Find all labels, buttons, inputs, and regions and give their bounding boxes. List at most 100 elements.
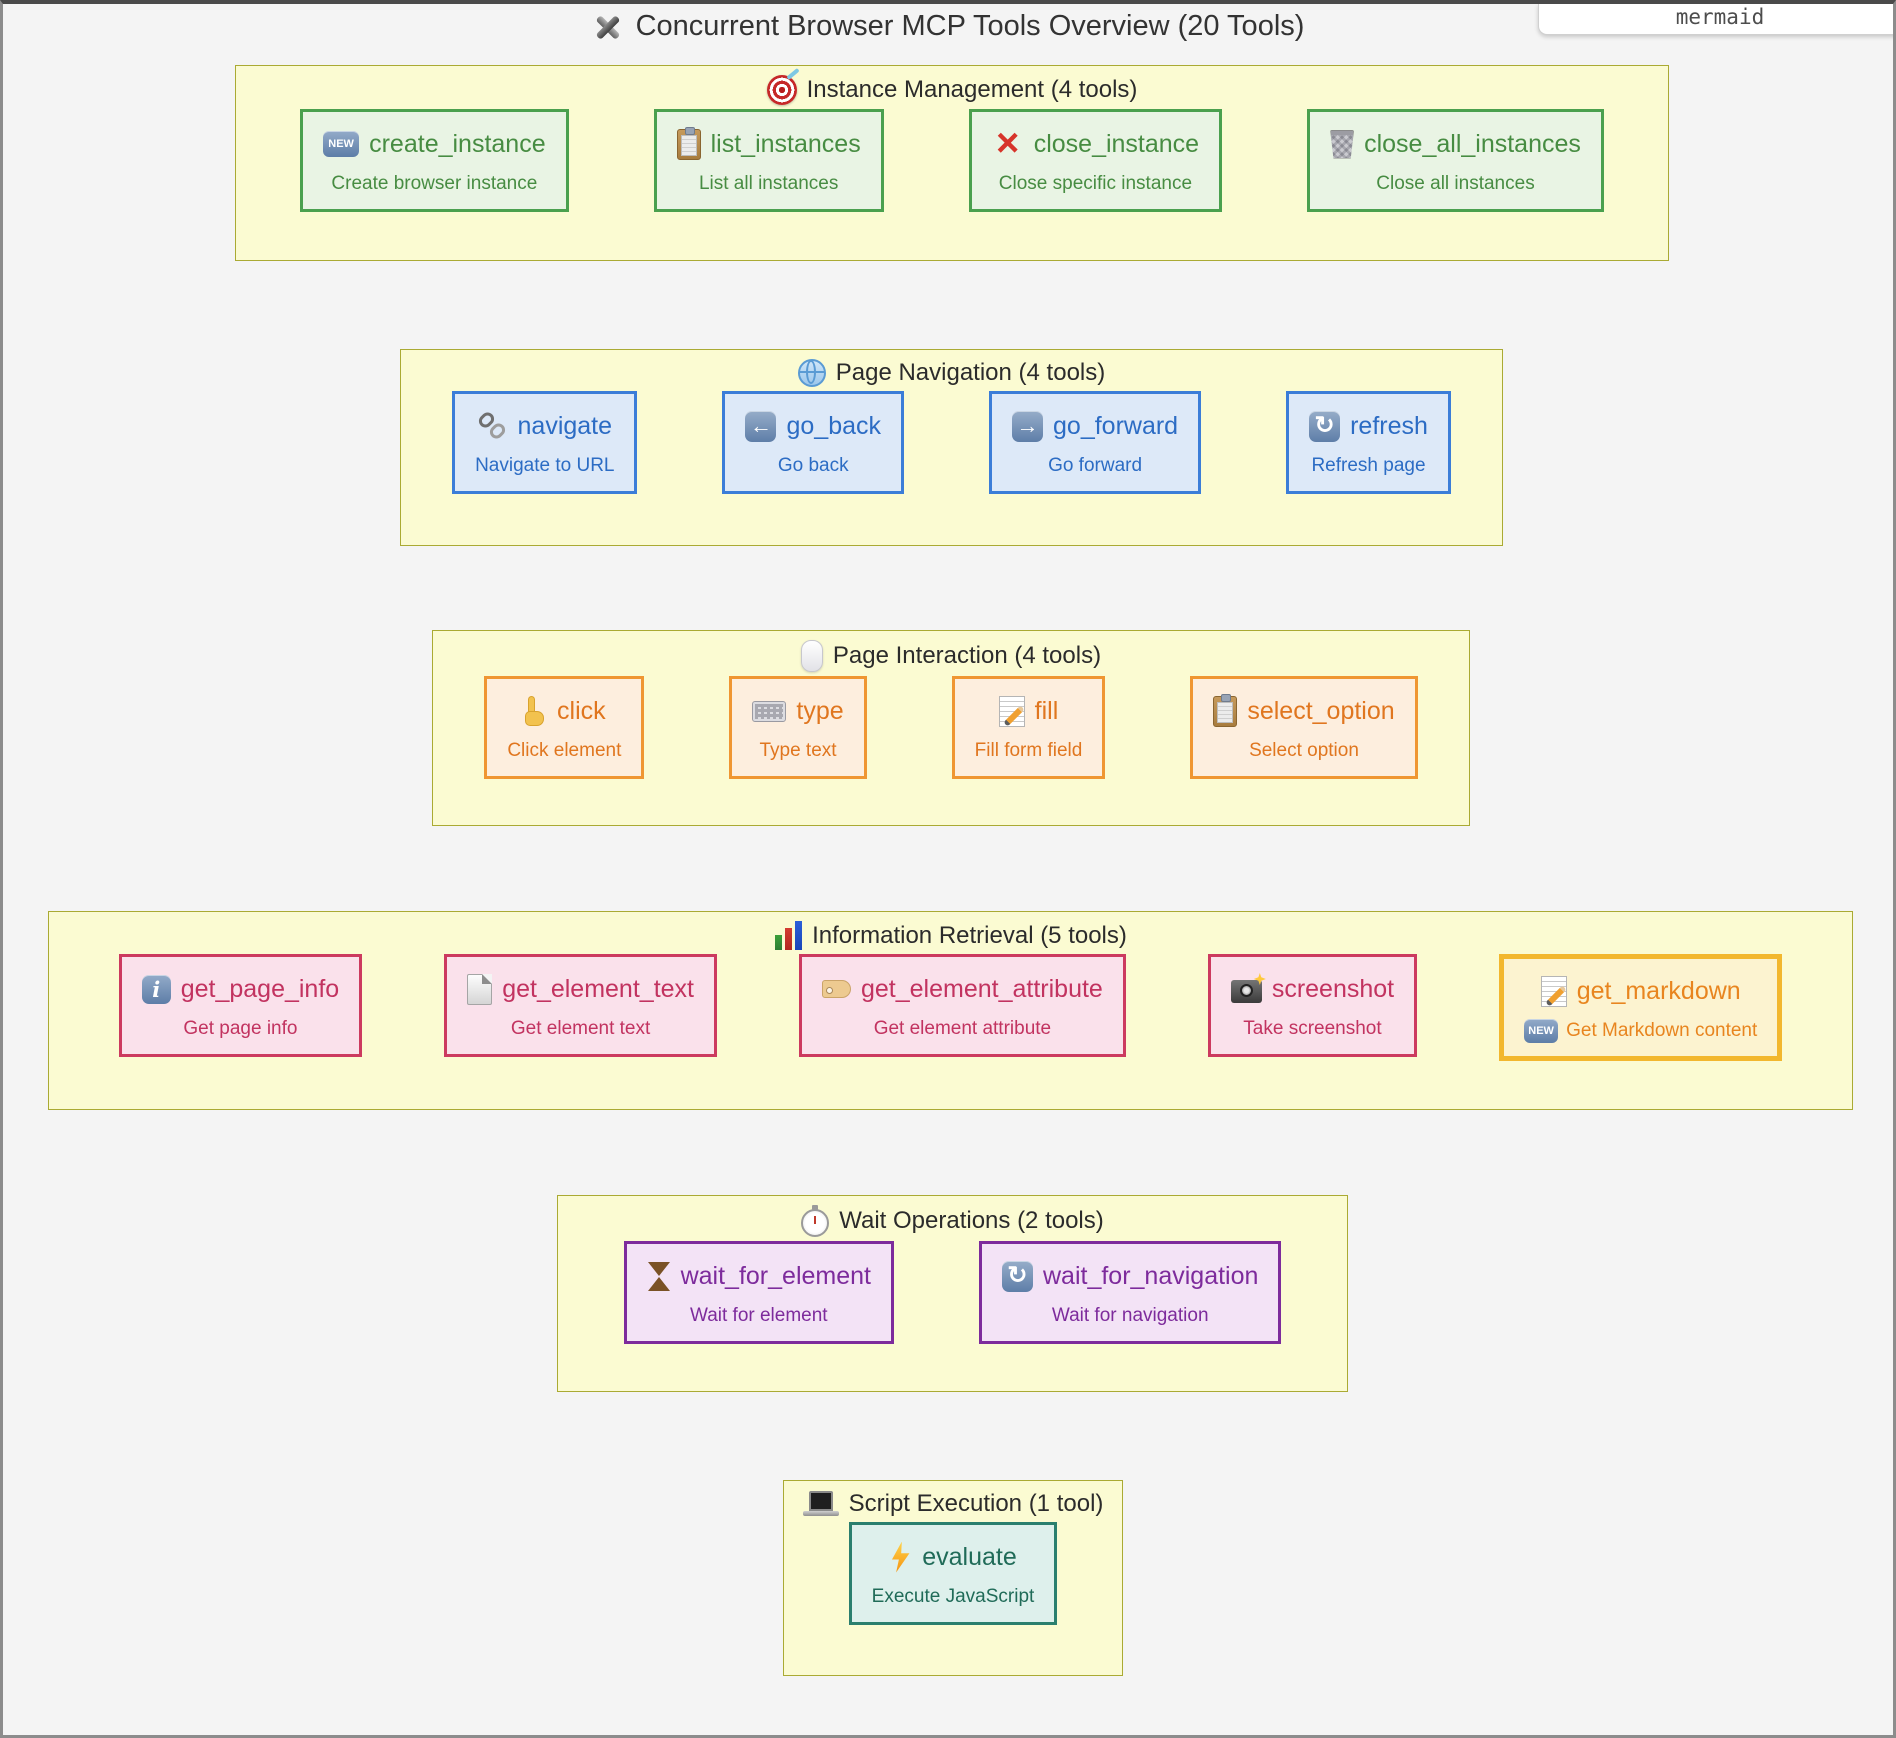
tool-title: evaluate (872, 1540, 1035, 1574)
section-instance-management: Instance Management (4 tools)create_inst… (235, 65, 1669, 261)
clipboard-icon (676, 126, 701, 160)
tool-description-text: Get page info (183, 1018, 298, 1039)
tool-title: navigate (475, 409, 614, 443)
tool-title: click (507, 694, 621, 728)
clipboard-icon (1213, 693, 1238, 727)
section-header-information-retrieval: Information Retrieval (5 tools) (49, 921, 1852, 950)
mermaid-code-label: mermaid (1538, 4, 1893, 35)
tool-description: Create browser instance (323, 172, 546, 196)
globe-icon (797, 359, 826, 387)
back-arrow-icon (745, 410, 777, 442)
tool-description: Select option (1213, 739, 1394, 763)
tool-description-text: Navigate to URL (475, 455, 615, 476)
laptop-icon (802, 1490, 839, 1518)
tool-description-text: Execute JavaScript (871, 1586, 1035, 1607)
tool-node-get_markdown: get_markdownGet Markdown content (1499, 954, 1783, 1061)
tool-description-text: Take screenshot (1243, 1018, 1382, 1039)
memo-pencil-icon (998, 695, 1025, 727)
tool-description: Fill form field (975, 739, 1083, 763)
tool-title: refresh (1309, 409, 1428, 443)
bar-chart-icon (774, 921, 803, 950)
new-badge-icon (1524, 1019, 1559, 1043)
tool-description: Wait for navigation (1002, 1304, 1258, 1328)
tool-title: screenshot (1230, 972, 1395, 1006)
tool-title: fill (975, 694, 1083, 728)
tool-title: close_instance (992, 127, 1199, 161)
section-information-retrieval: Information Retrieval (5 tools) get_page_… (48, 911, 1853, 1110)
tool-description-text: Get element attribute (873, 1018, 1052, 1039)
forward-arrow-icon (1012, 410, 1044, 442)
tool-name: close_all_instances (1364, 130, 1581, 158)
tool-description: Take screenshot (1231, 1017, 1394, 1041)
tool-name: refresh (1350, 412, 1428, 440)
section-title: Page Navigation (4 tools) (835, 359, 1106, 386)
tool-title: list_instances (676, 126, 861, 161)
tool-description-text: Create browser instance (331, 173, 538, 194)
tool-name: evaluate (922, 1543, 1017, 1571)
tool-description-text: Get element text (510, 1018, 651, 1039)
tool-title: select_option (1213, 693, 1395, 728)
tool-description-text: Close all instances (1376, 173, 1535, 194)
section-wait-operations: Wait Operations (2 tools) wait_for_elemen… (557, 1195, 1348, 1392)
red-x-icon (992, 128, 1024, 160)
hourglass-icon (647, 1261, 671, 1292)
tool-description: Wait for element (647, 1304, 871, 1328)
sync-icon (1001, 1260, 1033, 1292)
tool-title: get_element_attribute (821, 972, 1103, 1006)
tool-title: create_instance (323, 127, 546, 161)
target-icon (766, 75, 797, 105)
tool-description-text: List all instances (698, 173, 839, 194)
tool-title: get_element_text (467, 972, 694, 1006)
tool-description-text: Click element (507, 740, 622, 761)
tool-name: get_page_info (180, 975, 340, 1003)
keyboard-icon (752, 700, 787, 722)
tool-description: Close all instances (1330, 172, 1581, 196)
tool-description-text: Wait for element (689, 1305, 828, 1326)
mermaid-label-text: mermaid (1675, 5, 1765, 29)
tool-title: wait_for_element (647, 1259, 871, 1293)
tool-name: screenshot (1271, 975, 1395, 1003)
page-icon (467, 973, 493, 1005)
tool-name: click (557, 697, 606, 725)
tool-description-text: Refresh page (1311, 455, 1426, 476)
tool-name: go_forward (1053, 412, 1179, 440)
section-header-wait-operations: Wait Operations (2 tools) (558, 1205, 1347, 1237)
diagram-title: Concurrent Browser MCP Tools Overview (2… (3, 10, 1893, 43)
tool-description-text: Go forward (1048, 455, 1143, 476)
tag-icon (821, 980, 851, 998)
tool-description: Type text (752, 739, 843, 763)
section-title: Information Retrieval (5 tools) (812, 921, 1127, 949)
tool-description-text: Select option (1249, 740, 1359, 761)
tool-description: Navigate to URL (475, 454, 614, 478)
new-badge-icon (323, 131, 360, 157)
tool-name: type (796, 697, 844, 725)
tool-title: go_back (745, 409, 881, 443)
tool-title: type (752, 694, 844, 728)
tool-name: create_instance (369, 130, 546, 158)
section-title: Wait Operations (2 tools) (839, 1207, 1104, 1234)
tool-description: Get Markdown content (1524, 1019, 1757, 1043)
tool-name: get_element_text (502, 975, 694, 1003)
tool-node-go_forward: go_forward Go forward (989, 391, 1202, 494)
tool-title: wait_for_navigation (1001, 1259, 1258, 1293)
diagram-title-text: Concurrent Browser MCP Tools Overview (2… (635, 10, 1305, 42)
tool-description-text: Close specific instance (998, 173, 1193, 194)
tool-description: Click element (507, 739, 621, 763)
section-header-page-interaction: Page Interaction (4 tools) (433, 640, 1469, 672)
tool-name: go_back (786, 412, 882, 440)
memo-pencil-icon (1540, 975, 1567, 1007)
tool-description: Refresh page (1309, 454, 1428, 478)
mouse-icon (800, 640, 823, 672)
